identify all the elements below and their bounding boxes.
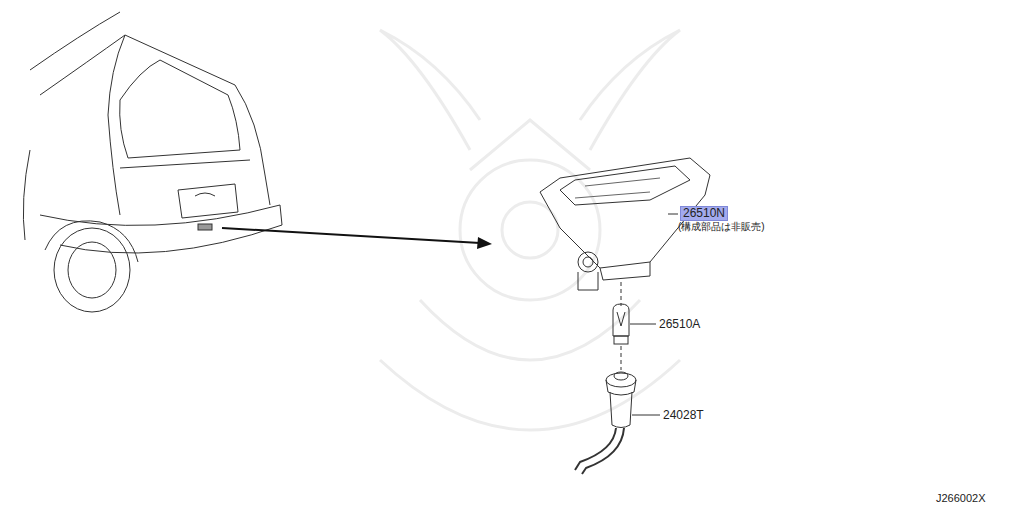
car-roof-edge: [30, 12, 120, 70]
car-body-side: [23, 150, 30, 240]
bulb-filament: [617, 312, 625, 326]
emblem: [195, 193, 215, 196]
lamp-clip-tab: [578, 272, 598, 290]
wheel-arch: [45, 221, 138, 262]
watermark-mask: [420, 300, 640, 360]
hatch-edge: [108, 115, 120, 215]
socket-flange: [606, 373, 636, 387]
arrow-line: [222, 228, 480, 243]
lamp-clip-hole: [583, 257, 593, 267]
watermark-helmet: [470, 120, 590, 170]
lens-rib: [575, 192, 650, 198]
arrow-head: [477, 237, 492, 249]
part-number: 24028T: [663, 409, 704, 422]
part-note: (構成部品は非販売): [678, 221, 765, 232]
bumper-end: [280, 205, 282, 225]
leader-line: [668, 214, 678, 215]
leader-line: [632, 415, 660, 416]
watermark-horn: [380, 30, 480, 150]
figure-code: J266002X: [936, 492, 986, 504]
part-number: 26510A: [659, 318, 700, 331]
car-side-edge: [235, 85, 270, 205]
bulb-base: [614, 336, 628, 344]
wheel: [54, 228, 130, 312]
watermark-mask: [380, 360, 680, 430]
lamp-clip: [578, 252, 598, 272]
car-roof-edge: [40, 35, 235, 95]
socket-neck: [610, 392, 632, 428]
license-plate: [178, 184, 238, 218]
watermark-horn: [580, 30, 680, 150]
watermark-face: [460, 160, 600, 300]
wheel-hub: [68, 242, 116, 298]
lamp-base: [600, 262, 650, 280]
leader-line: [630, 324, 656, 325]
location-arrow: [222, 228, 492, 249]
center-line: [621, 346, 622, 370]
car-rear-view: [23, 12, 282, 312]
rear-window: [120, 60, 240, 158]
center-line: [621, 282, 622, 306]
harness-wire: [582, 428, 624, 474]
license-lamp-location: [198, 224, 212, 230]
socket-opening: [614, 372, 628, 380]
lens-rib: [585, 178, 660, 186]
watermark-crest: [502, 202, 558, 258]
lamp-lens: [560, 166, 690, 205]
watermark: [380, 30, 680, 430]
car-pillar: [108, 35, 125, 115]
bulb: [613, 304, 629, 336]
part-number: 26510N: [680, 206, 728, 221]
hatch-line: [120, 160, 250, 168]
